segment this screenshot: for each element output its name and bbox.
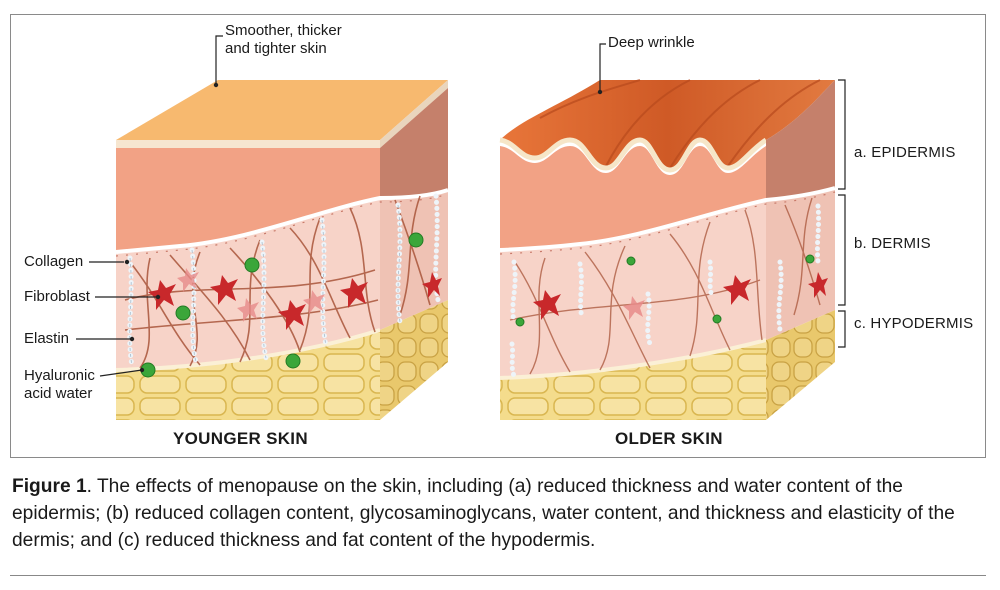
- younger-surface-edge: [116, 140, 380, 148]
- callout-smoother-line2: and tighter skin: [225, 40, 327, 57]
- older-skin-cube: [500, 80, 835, 420]
- callout-fibroblast: Fibroblast: [24, 288, 90, 305]
- callout-elastin: Elastin: [24, 330, 69, 347]
- callout-hyaluronic-line1: Hyaluronic: [24, 367, 95, 384]
- title-younger-skin: YOUNGER SKIN: [173, 429, 308, 449]
- bottom-rule: [10, 575, 986, 576]
- callout-collagen: Collagen: [24, 253, 83, 270]
- callout-deep-wrinkle: Deep wrinkle: [608, 34, 695, 51]
- label-dermis: b. DERMIS: [854, 235, 931, 252]
- caption-label: Figure 1: [12, 476, 87, 497]
- skin-diagram: [0, 0, 1000, 470]
- label-hypodermis: c. HYPODERMIS: [854, 315, 973, 332]
- callout-smoother-line1: Smoother, thicker: [225, 22, 342, 39]
- younger-skin-cube: [116, 80, 448, 420]
- title-older-skin: OLDER SKIN: [615, 429, 723, 449]
- label-epidermis: a. EPIDERMIS: [854, 144, 956, 161]
- caption-text: . The effects of menopause on the skin, …: [12, 476, 955, 551]
- figure-caption: Figure 1. The effects of menopause on th…: [12, 473, 988, 554]
- callout-hyaluronic-line2: acid water: [24, 385, 92, 402]
